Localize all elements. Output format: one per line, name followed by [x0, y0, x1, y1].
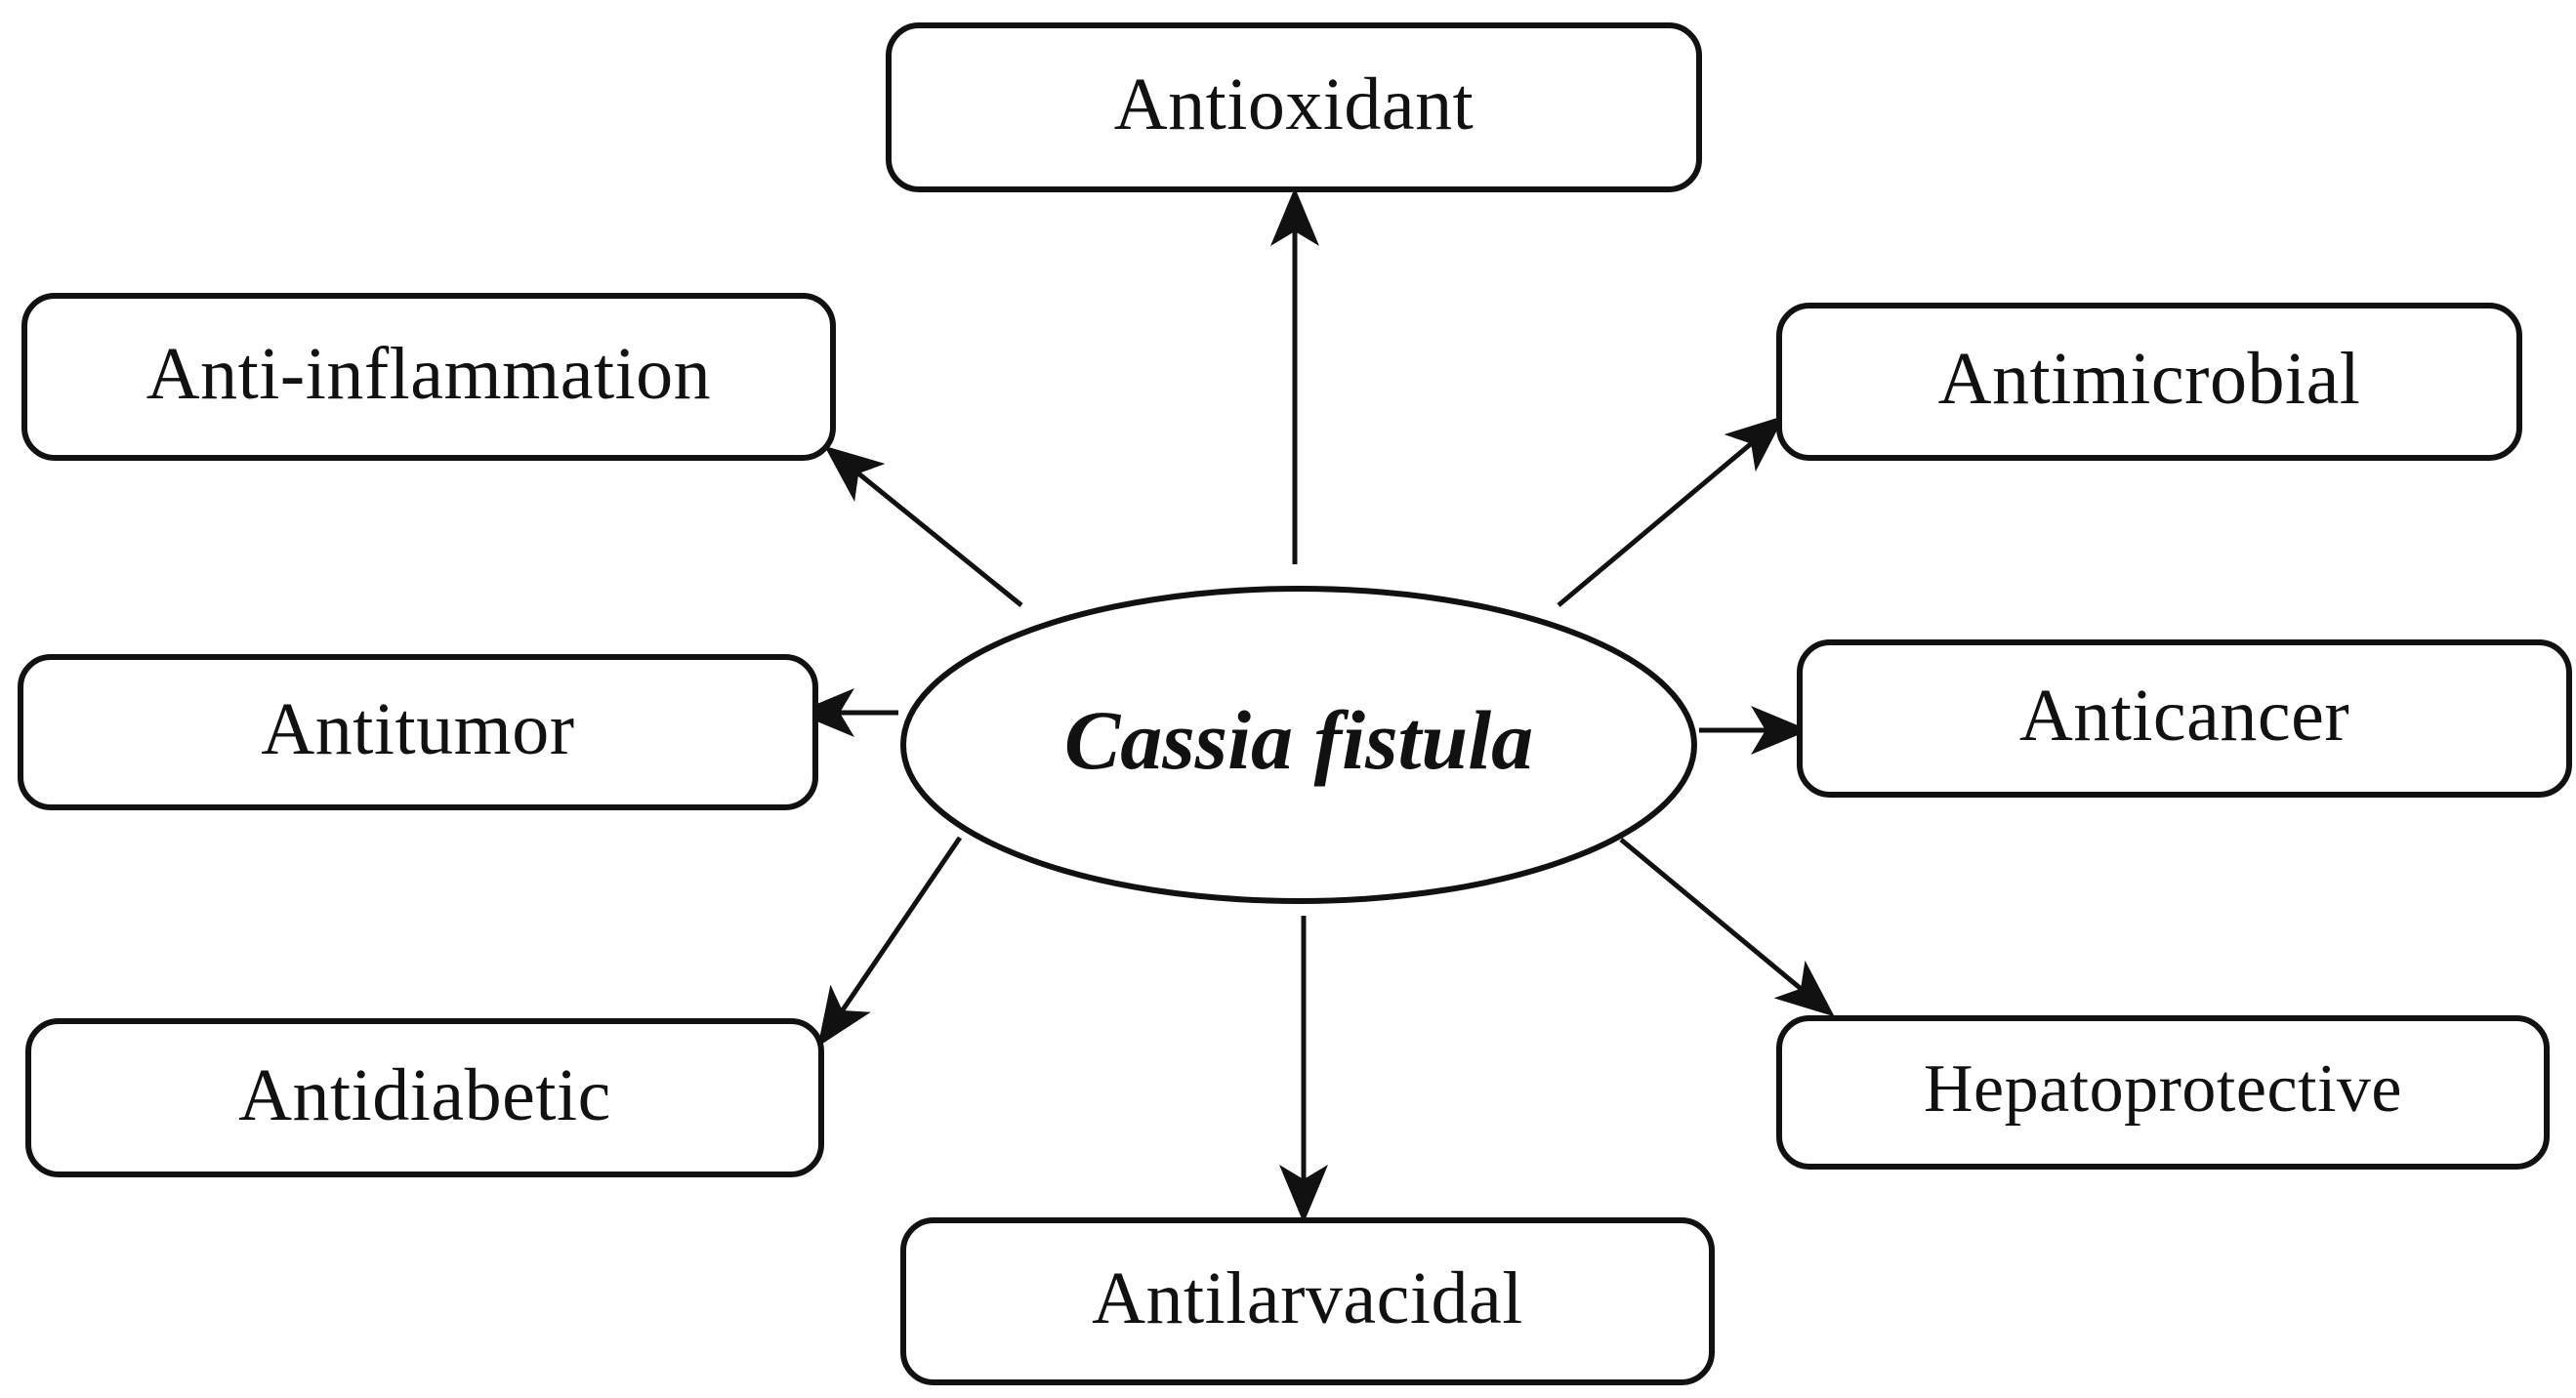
arrow-to-antidiabetic — [817, 836, 963, 1048]
anti-inflammation-label: Anti-inflammation — [145, 333, 712, 415]
antimicrobial-label: Antimicrobial — [1937, 338, 2361, 420]
box-antioxidant: Antioxidant — [886, 22, 1702, 192]
antitumor-label: Antitumor — [261, 688, 575, 770]
antioxidant-label: Antioxidant — [1113, 63, 1475, 145]
box-antidiabetic: Antidiabetic — [25, 1018, 824, 1177]
hepatoprotective-label: Hepatoprotective — [1923, 1051, 2402, 1127]
arrow-to-anti-inflammation — [824, 445, 1023, 607]
center-ellipse — [900, 586, 1697, 904]
box-antilarvacidal: Antilarvacidal — [900, 1217, 1715, 1385]
antilarvacidal-label: Antilarvacidal — [1092, 1257, 1523, 1339]
center-label-text: Cassia fistula — [1063, 693, 1534, 787]
box-anti-inflammation: Anti-inflammation — [21, 293, 836, 461]
box-antimicrobial: Antimicrobial — [1776, 303, 2522, 461]
anticancer-label: Anticancer — [2018, 675, 2350, 757]
box-anticancer: Anticancer — [1797, 639, 2572, 798]
center-label: Cassia fistula — [903, 613, 1694, 867]
arrow-to-antimicrobial — [1557, 415, 1785, 607]
arrow-to-hepatoprotective — [1619, 838, 1835, 1017]
box-antitumor: Antitumor — [18, 654, 818, 810]
box-hepatoprotective: Hepatoprotective — [1776, 1015, 2550, 1170]
antidiabetic-label: Antidiabetic — [238, 1053, 611, 1136]
